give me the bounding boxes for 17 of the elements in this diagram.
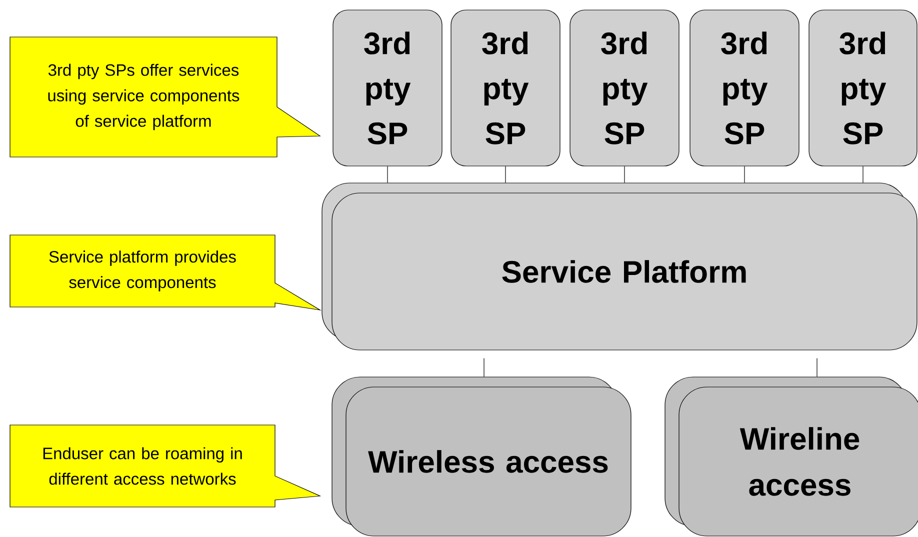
access-network-box: Wireless access	[332, 376, 632, 536]
connector-line	[505, 166, 506, 183]
provider-box: 3rd pty SP	[450, 10, 560, 166]
callout-box: Enduser can be roaming in different access networks	[10, 424, 322, 508]
connector-line	[816, 358, 818, 377]
platform-box: Service Platform	[322, 182, 918, 350]
provider-box: 3rd pty SP	[332, 10, 442, 166]
callout-box: 3rd pty SPs offer services using service components of service platform	[10, 36, 321, 158]
provider-box: 3rd pty SP	[808, 10, 918, 166]
connector-line	[744, 166, 745, 183]
provider-box: 3rd pty SP	[570, 10, 680, 166]
callout-box: Service platform provides service components	[10, 234, 322, 311]
connector-line	[862, 166, 864, 183]
connector-line	[387, 166, 388, 183]
provider-box: 3rd pty SP	[690, 10, 800, 166]
connector-line	[624, 166, 625, 183]
access-network-box: Wireline access	[664, 376, 918, 536]
